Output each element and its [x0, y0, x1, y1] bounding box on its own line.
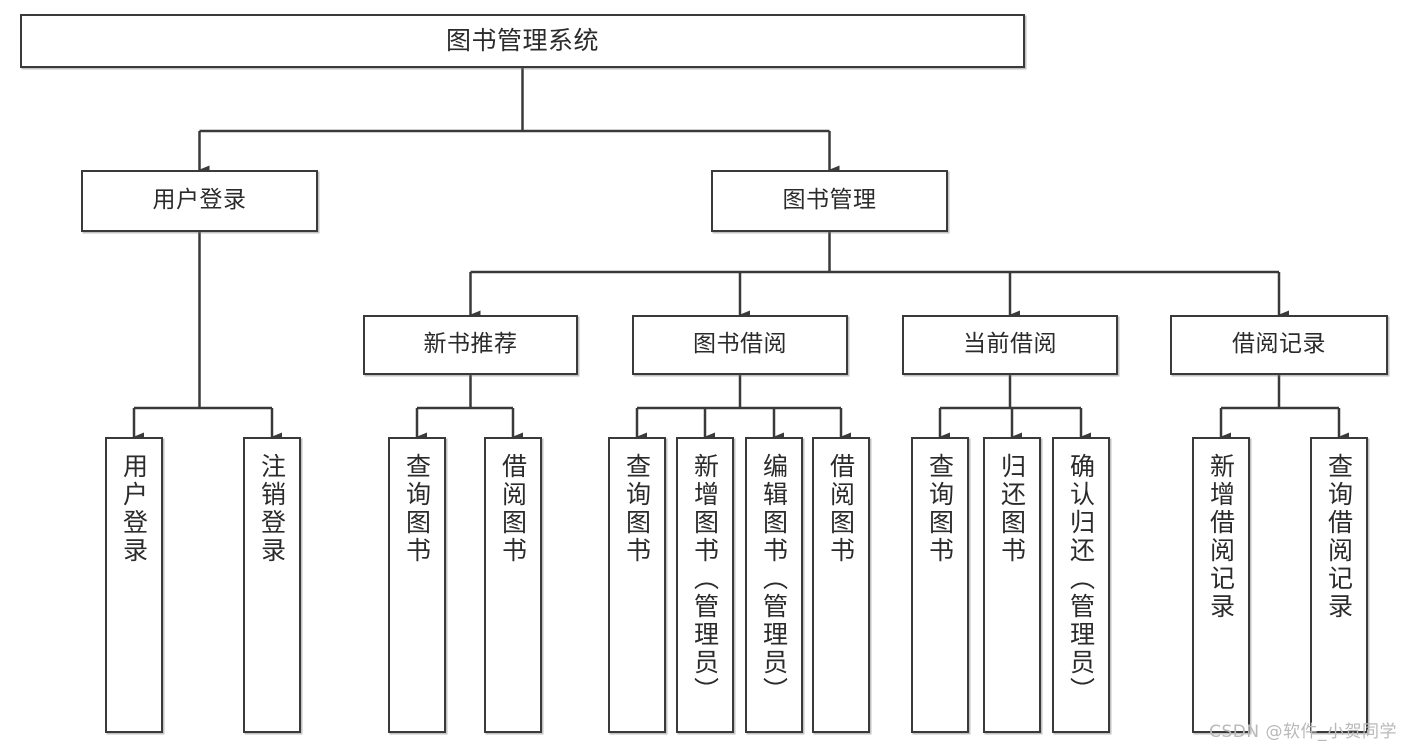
node-label: 新书推荐 — [423, 331, 518, 358]
node-newbook-1[interactable]: 查询图书 — [388, 437, 446, 733]
node-label: 用户登录 — [119, 453, 149, 565]
node-label: 借阅图书 — [826, 453, 856, 565]
node-login-1[interactable]: 用户登录 — [105, 437, 163, 733]
node-label: 确认归还（管理员） — [1066, 453, 1096, 705]
node-current-1[interactable]: 查询图书 — [911, 437, 969, 733]
node-records-2[interactable]: 查询借阅记录 — [1310, 437, 1368, 733]
node-label: 注销登录 — [257, 453, 287, 565]
node-borrow[interactable]: 图书借阅 — [632, 315, 848, 375]
node-label: 图书借阅 — [693, 331, 787, 358]
watermark-text: CSDN @软件_小贺同学 — [1209, 722, 1397, 742]
node-label: 借阅图书 — [498, 453, 528, 565]
node-current-3[interactable]: 确认归还（管理员） — [1052, 437, 1110, 733]
node-label: 当前借阅 — [963, 331, 1057, 358]
node-borrow-4[interactable]: 借阅图书 — [812, 437, 870, 733]
node-current[interactable]: 当前借阅 — [902, 315, 1118, 375]
node-label: 查询图书 — [622, 453, 652, 565]
node-label: 新增借阅记录 — [1206, 453, 1236, 621]
node-borrow-2[interactable]: 新增图书（管理员） — [676, 437, 734, 733]
node-login[interactable]: 用户登录 — [81, 170, 318, 232]
node-root[interactable]: 图书管理系统 — [20, 14, 1025, 68]
node-current-2[interactable]: 归还图书 — [983, 437, 1041, 733]
node-label: 图书管理系统 — [445, 26, 599, 56]
node-records[interactable]: 借阅记录 — [1170, 315, 1388, 375]
node-label: 归还图书 — [997, 453, 1027, 565]
node-label: 查询图书 — [402, 453, 432, 565]
node-login-2[interactable]: 注销登录 — [243, 437, 301, 733]
node-bookmgmt[interactable]: 图书管理 — [711, 170, 948, 232]
node-label: 编辑图书（管理员） — [759, 453, 789, 705]
node-label: 新增图书（管理员） — [690, 453, 720, 705]
node-label: 查询图书 — [925, 453, 955, 565]
node-label: 查询借阅记录 — [1324, 453, 1354, 621]
node-newbook-2[interactable]: 借阅图书 — [484, 437, 542, 733]
node-label: 借阅记录 — [1232, 331, 1326, 358]
node-label: 用户登录 — [152, 187, 247, 214]
node-newbook[interactable]: 新书推荐 — [363, 315, 578, 375]
node-records-1[interactable]: 新增借阅记录 — [1192, 437, 1250, 733]
node-label: 图书管理 — [782, 187, 877, 214]
node-borrow-3[interactable]: 编辑图书（管理员） — [745, 437, 803, 733]
node-borrow-1[interactable]: 查询图书 — [608, 437, 666, 733]
